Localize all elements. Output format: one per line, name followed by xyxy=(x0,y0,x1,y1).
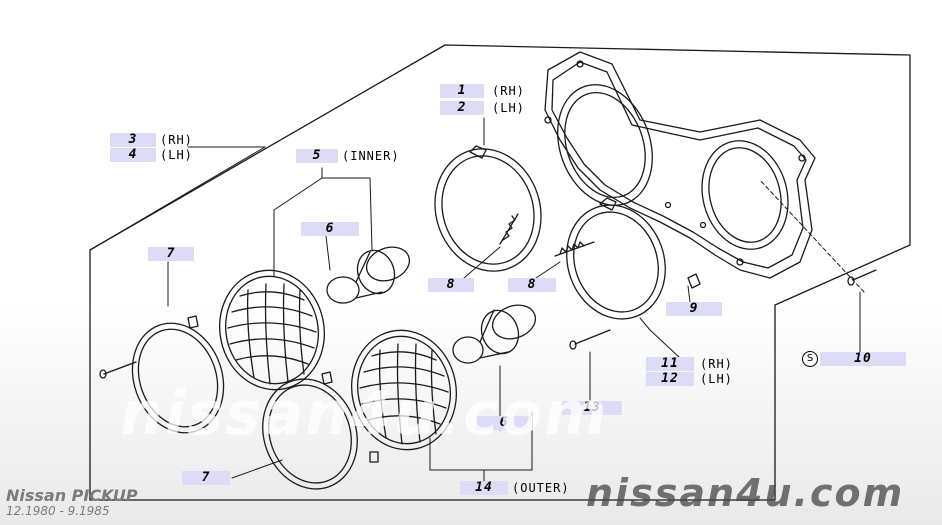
lower-sealed-beam xyxy=(350,329,458,451)
upper-sealed-beam xyxy=(218,269,326,391)
callout-10-standard-mark: S xyxy=(802,351,818,367)
callout-3-side: (RH) xyxy=(160,133,193,147)
bulb-socket-lower xyxy=(452,304,537,364)
callout-6-upper: 6 xyxy=(301,222,359,236)
callout-2: 2 xyxy=(440,101,484,115)
assembly-frame-outline xyxy=(89,44,911,501)
callout-6-lower: 6 xyxy=(476,416,532,430)
callout-3: 3 xyxy=(110,133,156,147)
bulb-socket-upper xyxy=(326,246,411,304)
callout-11-side: (RH) xyxy=(700,357,733,371)
callout-8-right: 8 xyxy=(508,278,556,292)
callout-10: 10 xyxy=(820,352,906,366)
callout-4: 4 xyxy=(110,148,156,162)
callout-1: 1 xyxy=(440,84,484,98)
watermark-dark: nissan4u.com xyxy=(586,471,905,515)
callout-1-side: (RH) xyxy=(492,84,525,98)
model-caption: Nissan PICKUP xyxy=(6,486,138,505)
leader-lines xyxy=(89,117,865,483)
callout-9: 9 xyxy=(666,302,722,316)
callout-7-lower: 7 xyxy=(182,471,230,485)
callout-4-side: (LH) xyxy=(160,148,193,162)
lower-retaining-ring xyxy=(566,197,666,320)
callout-2-side: (LH) xyxy=(492,101,525,115)
callout-5: 5 xyxy=(296,149,338,163)
mounting-bracket xyxy=(544,51,816,279)
small-screws xyxy=(99,269,877,379)
callout-8-left: 8 xyxy=(428,278,474,292)
callout-14-side: (OUTER) xyxy=(512,481,570,495)
callout-5-side: (INNER) xyxy=(342,149,400,163)
callout-12-side: (LH) xyxy=(700,372,733,386)
callout-12: 12 xyxy=(646,372,694,386)
years-caption: 12.1980 - 9.1985 xyxy=(6,504,110,518)
watermark-light: nissan4u.com xyxy=(120,379,609,449)
callout-11: 11 xyxy=(646,357,694,371)
mounting-ring-upper xyxy=(131,315,225,434)
adjusting-screws xyxy=(499,213,595,257)
callout-13: 13 xyxy=(562,401,622,415)
callout-14: 14 xyxy=(460,481,508,495)
callout-7-upper: 7 xyxy=(148,247,194,261)
mounting-ring-lower xyxy=(262,371,379,490)
upper-retaining-ring xyxy=(434,145,542,272)
